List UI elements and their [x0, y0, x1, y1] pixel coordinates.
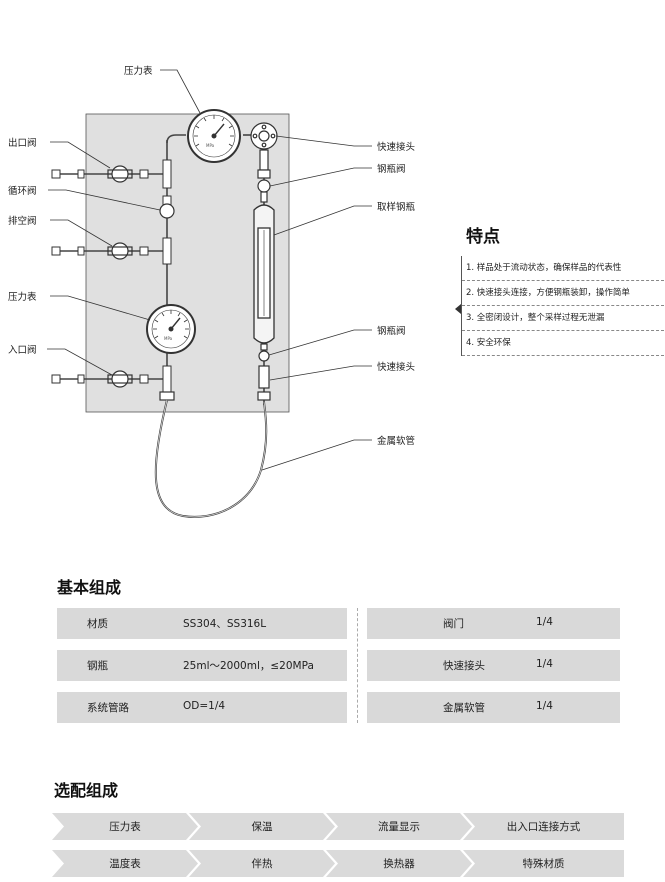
option-label: 换热器	[383, 858, 415, 870]
option-chip: 流量显示	[326, 813, 472, 840]
table-row: 材质 SS304、SS316L	[57, 608, 347, 639]
sampling-system-diagram	[47, 69, 372, 518]
table-row: 系统管路 OD=1/4	[57, 692, 347, 723]
label-metal-hose: 金属软管	[377, 436, 416, 447]
selected-marker-icon	[455, 304, 461, 314]
option-chip: 保温	[189, 813, 335, 840]
label-circulation-valve: 循环阀	[8, 186, 37, 197]
table-row: 金属软管 1/4	[367, 692, 620, 723]
option-chip: 换热器	[326, 850, 472, 877]
feature-item: 2. 快速接头连接，方便钢瓶装卸，操作简单	[462, 281, 664, 306]
row-key: 材质	[87, 618, 108, 630]
row-value: 1/4	[536, 700, 553, 712]
option-chip: 伴热	[189, 850, 335, 877]
option-label: 压力表	[109, 821, 141, 833]
option-label: 出入口连接方式	[506, 821, 581, 833]
option-label: 流量显示	[378, 821, 420, 833]
option-label: 特殊材质	[522, 858, 565, 870]
row-value: OD=1/4	[183, 700, 226, 712]
label-quick-connector-top: 快速接头	[377, 142, 416, 153]
circulation-valve	[159, 203, 175, 219]
row-value: 1/4	[536, 616, 553, 628]
label-vent-valve: 排空阀	[8, 216, 37, 227]
row-key: 阀门	[443, 618, 464, 630]
row-key: 快速接头	[443, 660, 485, 672]
feature-item: 4. 安全环保	[462, 331, 664, 356]
table-row: 快速接头 1/4	[367, 650, 620, 681]
optional-title: 选配组成	[54, 781, 119, 800]
cylinder-valve-bottom	[258, 343, 270, 362]
gauge-unit-mid: MPa	[164, 336, 173, 341]
inlet-valve	[107, 370, 133, 388]
gauge-unit-top: MPa	[206, 143, 215, 148]
column-divider	[357, 608, 358, 723]
pressure-gauge-top	[187, 109, 241, 163]
row-value: SS304、SS316L	[183, 618, 267, 630]
table-row: 钢瓶 25ml～2000ml，≤20MPa	[57, 650, 347, 681]
row-key: 钢瓶	[87, 660, 108, 672]
label-quick-connector-bottom: 快速接头	[377, 362, 416, 373]
row-key: 金属软管	[443, 702, 485, 714]
features-list: 1. 样品处于流动状态，确保样品的代表性 2. 快速接头连接，方便钢瓶装卸，操作…	[455, 256, 664, 356]
label-pressure-gauge-mid: 压力表	[8, 292, 37, 303]
feature-item: 3. 全密闭设计，整个采样过程无泄漏	[462, 306, 664, 331]
option-label: 伴热	[251, 858, 273, 870]
basic-table: 材质 SS304、SS316L 阀门 1/4 钢瓶 25ml～2000ml，≤2…	[57, 608, 620, 723]
quick-connector-top	[250, 122, 278, 179]
metal-hose	[154, 399, 268, 518]
feature-item: 1. 样品处于流动状态，确保样品的代表性	[462, 256, 664, 281]
label-cylinder-valve-bottom: 钢瓶阀	[377, 326, 406, 337]
label-outlet-valve: 出口阀	[8, 138, 37, 149]
table-row: 阀门 1/4	[367, 608, 620, 639]
row-value: 25ml～2000ml，≤20MPa	[183, 660, 314, 672]
option-chip: 压力表	[52, 813, 198, 840]
label-inlet-valve: 入口阀	[8, 345, 37, 356]
outlet-valve	[107, 165, 133, 183]
option-label: 保温	[251, 821, 273, 833]
vent-valve	[107, 242, 133, 260]
option-chip: 特殊材质	[463, 850, 624, 877]
basic-title: 基本组成	[57, 578, 122, 597]
cylinder-valve-top	[257, 179, 271, 203]
label-sampling-cylinder: 取样钢瓶	[377, 202, 416, 213]
option-chip: 出入口连接方式	[463, 813, 624, 840]
sampling-cylinder	[253, 204, 275, 344]
features-title: 特点	[466, 227, 500, 247]
option-chip: 温度表	[52, 850, 198, 877]
label-cylinder-valve-top: 钢瓶阀	[377, 164, 406, 175]
option-label: 温度表	[109, 858, 141, 870]
row-value: 1/4	[536, 658, 553, 670]
label-pressure-gauge-top: 压力表	[124, 66, 153, 77]
pressure-gauge-mid	[146, 304, 196, 354]
row-key: 系统管路	[87, 702, 129, 714]
